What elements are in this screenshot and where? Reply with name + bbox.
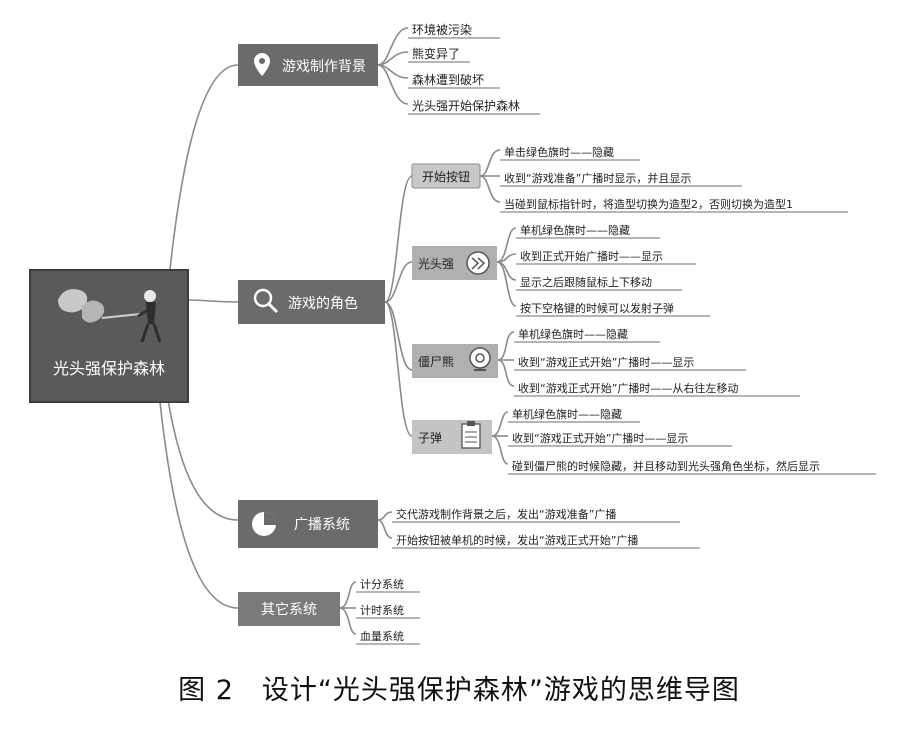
branch-roles: 游戏的角色 开始按钮 单击绿色旗时——隐藏 收到“游戏准备”广播时显示，并且显示…: [238, 145, 820, 473]
role-item: 单机绿色旗时——隐藏: [512, 407, 622, 421]
leaf-underlines: [356, 37, 876, 645]
background-item: 环境被污染: [412, 22, 472, 37]
role-item: 单击绿色旗时——隐藏: [504, 145, 614, 159]
central-node: 光头强保护森林: [29, 269, 189, 403]
role-item: 收到正式开始广播时——显示: [520, 249, 663, 263]
broadcast-item: 交代游戏制作背景之后，发出“游戏准备”广播: [396, 507, 616, 521]
role-item: 碰到僵尸熊的时候隐藏，并且移动到光头强角色坐标，然后显示: [512, 459, 820, 473]
magnifier-icon: [253, 288, 279, 314]
role-item: 收到“游戏正式开始”广播时——显示: [518, 355, 694, 369]
other-item: 血量系统: [360, 629, 404, 643]
webcam-icon: [469, 347, 491, 371]
other-item: 计分系统: [360, 578, 404, 591]
connector-lines: [159, 27, 517, 635]
role-item: 收到“游戏正式开始”广播时——从右往左移动: [518, 381, 738, 395]
subgroup-start-button: 开始按钮 单击绿色旗时——隐藏 收到“游戏准备”广播时显示，并且显示 当碰到鼠标…: [411, 145, 793, 211]
figure-caption: 图 2 设计“光头强保护森林”游戏的思维导图: [178, 675, 740, 706]
subgroup-label: 僵尸熊: [418, 354, 454, 369]
character-illustration: [58, 289, 162, 343]
location-pin-icon: [254, 53, 270, 76]
subgroup-label: 子弹: [418, 431, 442, 445]
role-item: 收到“游戏准备”广播时显示，并且显示: [504, 171, 691, 185]
pie-chart-icon: [252, 512, 276, 536]
role-item: 收到“游戏正式开始”广播时——显示: [512, 431, 688, 445]
subgroup-zombie-bear: 僵尸熊 单机绿色旗时——隐藏 收到“游戏正式开始”广播时——显示 收到“游戏正式…: [412, 327, 738, 395]
background-item: 光头强开始保护森林: [412, 98, 520, 113]
branch-background: 游戏制作背景 环境被污染 熊变异了 森林遭到破坏 光头强开始保护森林: [238, 22, 520, 113]
central-title: 光头强保护森林: [53, 359, 165, 378]
other-item: 计时系统: [360, 604, 404, 617]
role-item: 单机绿色旗时——隐藏: [518, 327, 628, 341]
role-item: 单机绿色旗时——隐藏: [520, 223, 630, 237]
subgroup-guangtouqiang: 光头强 单机绿色旗时——隐藏 收到正式开始广播时——显示 显示之后跟随鼠标上下移…: [412, 223, 674, 315]
branch-other-label: 其它系统: [261, 601, 317, 618]
role-item: 显示之后跟随鼠标上下移动: [520, 275, 652, 289]
background-item: 森林遭到破坏: [412, 72, 484, 87]
branch-background-label: 游戏制作背景: [282, 59, 366, 75]
broadcast-item: 开始按钮被单机的时候，发出“游戏正式开始”广播: [396, 533, 638, 547]
role-item: 按下空格键的时候可以发射子弹: [520, 301, 674, 315]
branch-broadcast-label: 广播系统: [294, 517, 350, 533]
branch-broadcast: 广播系统 交代游戏制作背景之后，发出“游戏准备”广播 开始按钮被单机的时候，发出…: [238, 500, 638, 548]
branch-other: 其它系统 计分系统 计时系统 血量系统: [238, 578, 404, 643]
subgroup-bullet: 子弹 单机绿色旗时——隐藏 收到“游戏正式开始”广播时——显示 碰到僵尸熊的时候…: [412, 407, 820, 473]
background-item: 熊变异了: [412, 46, 460, 61]
branch-roles-label: 游戏的角色: [288, 295, 358, 312]
subgroup-label: 光头强: [418, 257, 454, 271]
character-badge-icon: [466, 251, 490, 275]
subgroup-label: 开始按钮: [422, 169, 470, 184]
clipboard-icon: [461, 421, 481, 449]
role-item: 当碰到鼠标指针时，将造型切换为造型2，否则切换为造型1: [504, 197, 793, 211]
